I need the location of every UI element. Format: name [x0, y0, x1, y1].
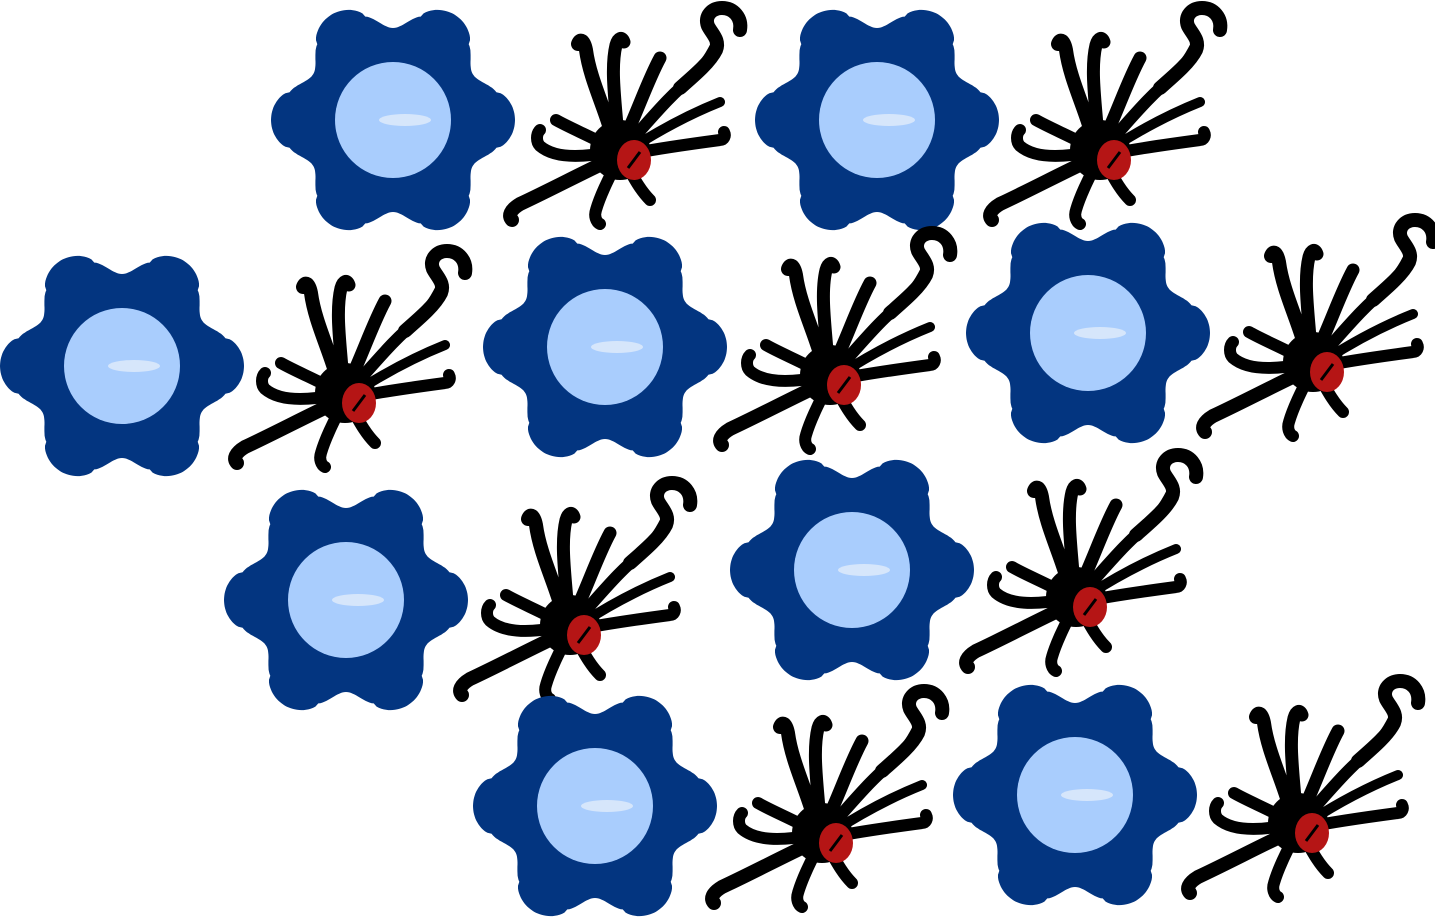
spider-cell-icon: [1203, 220, 1433, 436]
cell-pair-9: [953, 681, 1418, 906]
cell-pair-1: [271, 8, 740, 230]
spider-cell-icon: [966, 455, 1196, 671]
cell-pair-8: [473, 691, 942, 917]
spider-cell-icon: [510, 8, 740, 224]
spider-cell-icon: [235, 251, 465, 467]
spider-cell-icon: [712, 691, 942, 907]
cell-pair-4: [483, 233, 950, 458]
cell-pair-5: [966, 220, 1433, 444]
cell-pair-2: [755, 8, 1220, 230]
gear-cell-icon: [0, 255, 244, 477]
cell-pair-3: [0, 251, 465, 477]
gear-cell-icon: [953, 684, 1197, 906]
cell-pairs-layer: [0, 8, 1433, 917]
gear-cell-icon: [224, 489, 468, 711]
spider-cell-icon: [1188, 681, 1418, 897]
spider-cell-icon: [720, 233, 950, 449]
spider-cell-icon: [990, 8, 1220, 224]
gear-cell-icon: [966, 222, 1210, 444]
gear-cell-icon: [483, 236, 727, 458]
spider-cell-icon: [460, 483, 690, 699]
gear-cell-icon: [271, 9, 515, 231]
gear-cell-icon: [755, 9, 999, 231]
gear-cell-icon: [473, 695, 717, 917]
cell-pair-6: [224, 483, 690, 711]
cell-pair-7: [730, 455, 1196, 681]
gear-cell-icon: [730, 459, 974, 681]
